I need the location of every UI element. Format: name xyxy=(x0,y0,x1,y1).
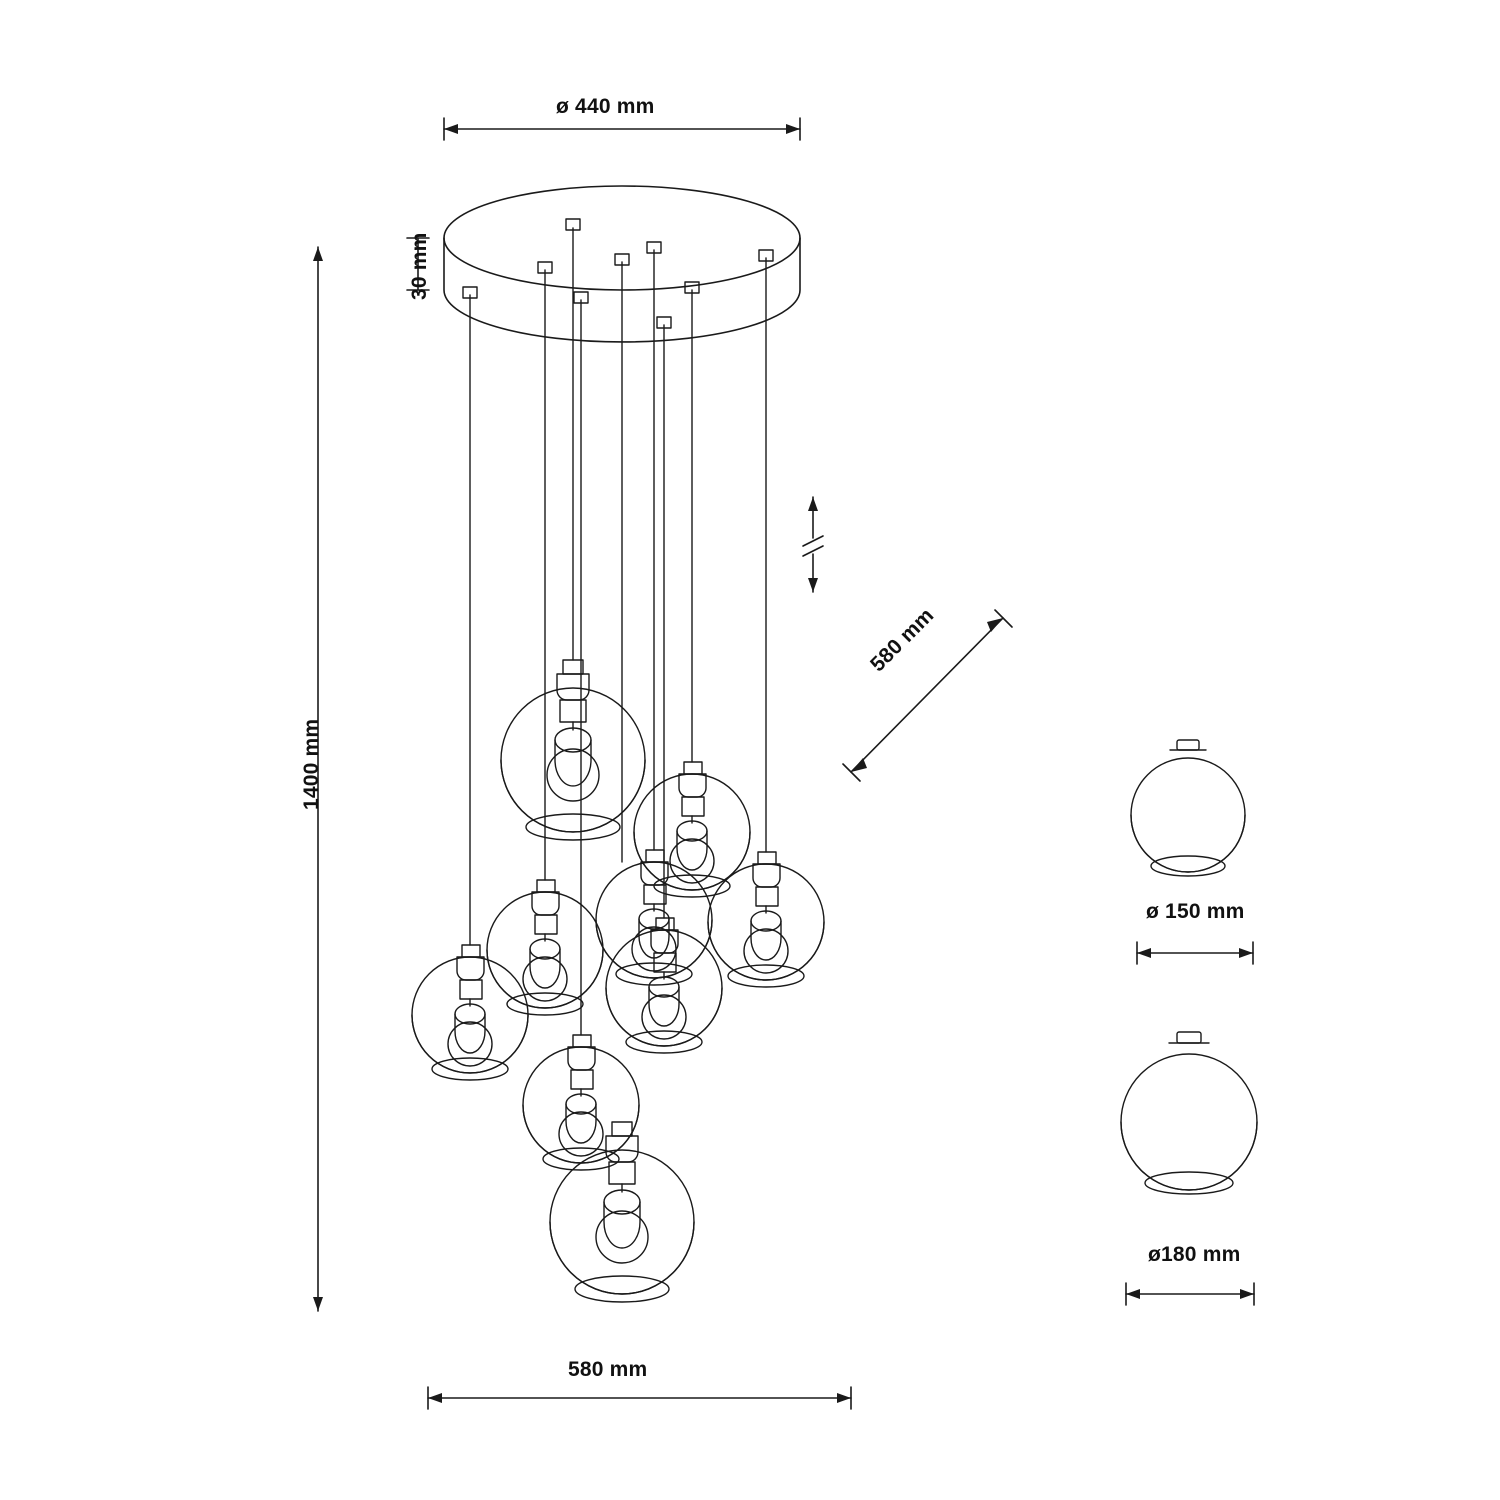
pendant-lamp xyxy=(549,1121,695,1303)
pendant-lamp xyxy=(633,761,751,898)
dim-canopy-height xyxy=(406,237,430,291)
label-total-height: 1400 mm xyxy=(300,718,323,810)
label-overall-width: 580 mm xyxy=(568,1358,648,1381)
pendant-lamp xyxy=(595,849,713,986)
pendant-lamp xyxy=(500,659,646,841)
cable-anchors xyxy=(462,218,774,329)
dim-total-height xyxy=(313,246,323,1312)
suspension-cables xyxy=(469,227,767,1036)
pendant-lamp xyxy=(605,917,723,1054)
dim-canopy-diameter xyxy=(443,117,801,141)
adjustable-length-indicator xyxy=(802,496,824,593)
pendant-lamp xyxy=(486,879,604,1016)
dim-diagonal-spread xyxy=(842,609,1013,782)
label-canopy-diameter: ø 440 mm xyxy=(556,95,655,118)
dim-shade-large xyxy=(1125,1282,1255,1306)
label-canopy-height: 30 mm xyxy=(408,232,431,300)
pendant-lamp xyxy=(707,851,825,988)
shade-detail-180 xyxy=(1120,1031,1258,1195)
dim-overall-width xyxy=(427,1386,852,1410)
shade-detail-150 xyxy=(1130,739,1246,877)
dim-shade-small xyxy=(1136,941,1254,965)
label-shade-small-diameter: ø 150 mm xyxy=(1146,900,1245,923)
pendant-lamp xyxy=(411,944,529,1081)
label-shade-large-diameter: ø180 mm xyxy=(1148,1243,1241,1266)
